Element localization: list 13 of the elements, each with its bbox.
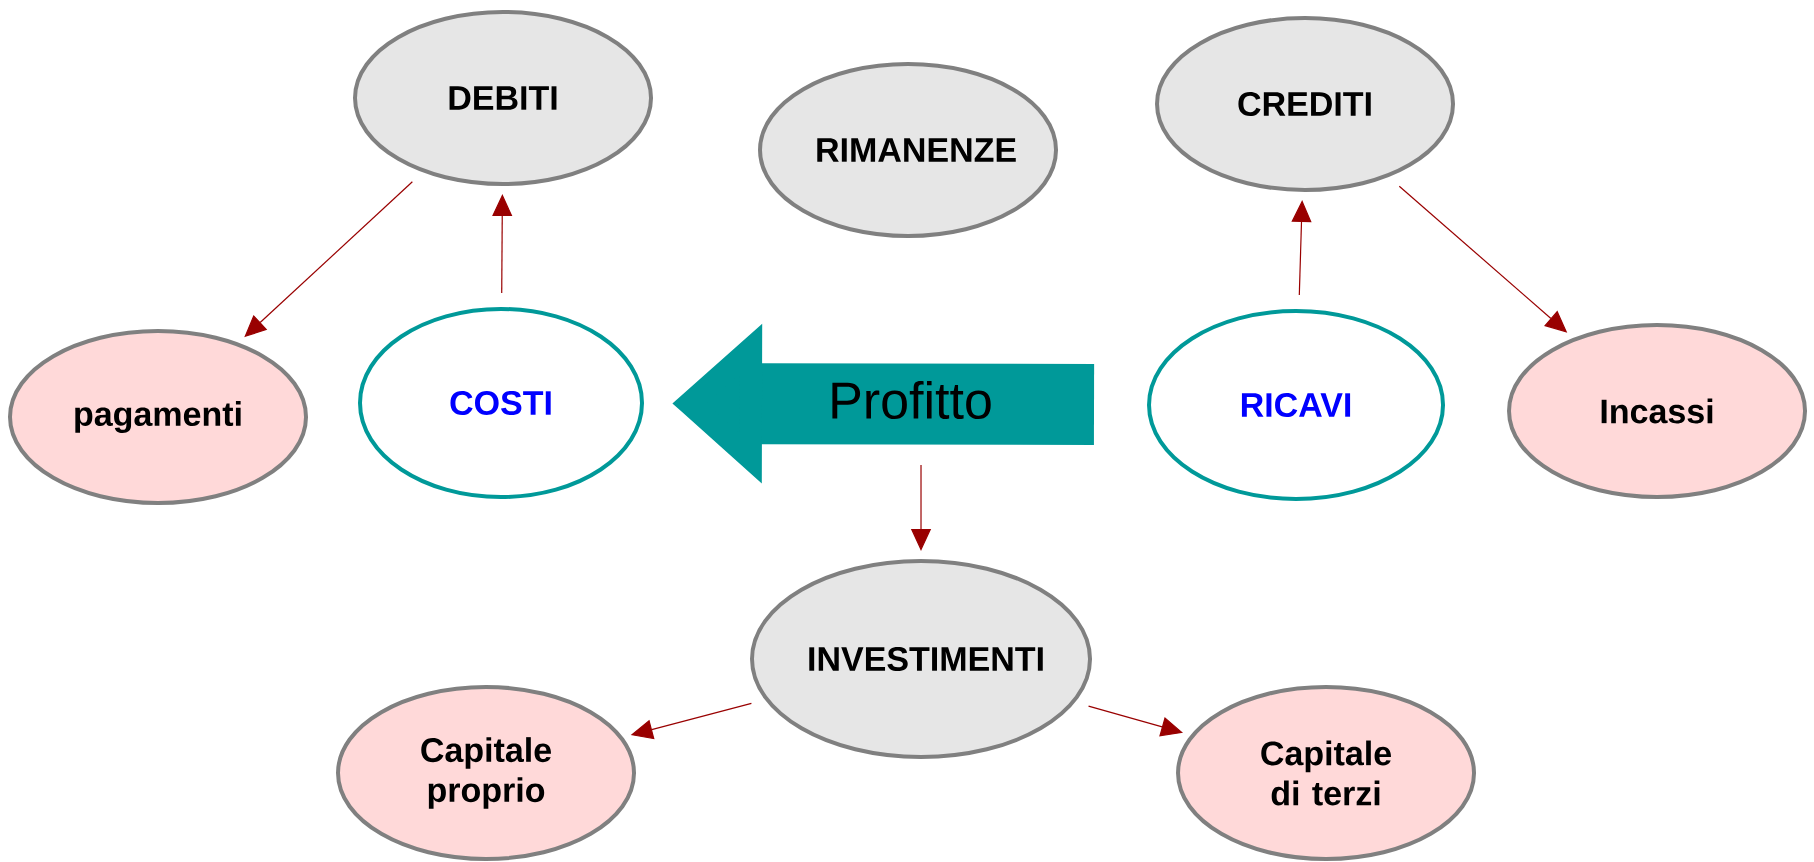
- ellipse-node: RIMANENZE: [758, 62, 1058, 238]
- ellipse-node: INVESTIMENTI: [750, 559, 1092, 759]
- ellipse-node: Incassi: [1507, 323, 1808, 499]
- edge-label: Profitto: [832, 380, 991, 420]
- ellipse-node: DEBITI: [353, 10, 653, 186]
- ellipse-node: RICAVI: [1147, 309, 1445, 501]
- arrow: [492, 194, 513, 294]
- ellipse-node: Capitale proprio: [336, 685, 636, 861]
- ellipse-node: CREDITI: [1155, 16, 1455, 192]
- ellipse-node: COSTI: [358, 307, 644, 499]
- ellipse-node: pagamenti: [8, 329, 308, 505]
- ellipse-node: Capitale di terzi: [1176, 685, 1476, 861]
- arrow: [1291, 200, 1312, 296]
